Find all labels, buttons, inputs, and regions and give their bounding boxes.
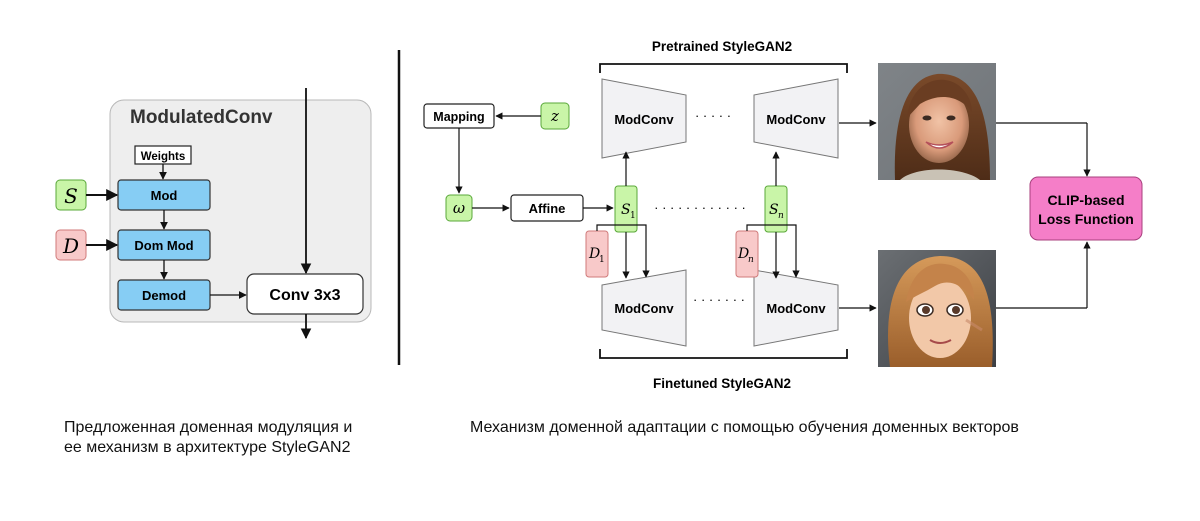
ellipsis-bottom: · · · · · · ·: [693, 292, 745, 307]
modconv-bottom-1-label: ModConv: [614, 301, 674, 316]
conv-3x3-label: Conv 3x3: [269, 287, 340, 304]
domain-adaptation-panel: Pretrained StyleGAN2 Finetuned StyleGAN2…: [423, 39, 1143, 391]
modulated-conv-title: ModulatedConv: [130, 107, 273, 128]
weights-label: Weights: [141, 151, 186, 163]
left-caption: Предложенная доменная модуляция и ее мех…: [64, 418, 352, 458]
left-caption-line1: Предложенная доменная модуляция и: [64, 419, 353, 436]
generated-photo-image: [878, 63, 996, 180]
sn-subscript: n: [778, 211, 784, 221]
mod-label: Mod: [151, 188, 178, 203]
s1-subscript: 1: [630, 211, 636, 221]
clip-loss-box: [1029, 176, 1143, 241]
s1-main: S: [621, 202, 631, 218]
right-caption: Механизм доменной адаптации с помощью об…: [470, 419, 1019, 436]
modconv-top-1-label: ModConv: [614, 112, 674, 127]
modconv-top-1: [601, 78, 687, 159]
pretrained-label: Pretrained StyleGAN2: [652, 39, 792, 54]
sn-main: S: [769, 202, 779, 218]
modconv-top-2: [753, 78, 839, 159]
modconv-bottom-1: [601, 269, 687, 347]
finetuned-label: Finetuned StyleGAN2: [653, 376, 791, 391]
modconv-bottom-2-label: ModConv: [766, 301, 826, 316]
conv-3x3-box: [246, 273, 364, 315]
clip-loss-line2: Loss Function: [1038, 211, 1134, 227]
dn-main: D: [737, 246, 749, 262]
left-caption-line2: ее механизм в архитектуре StyleGAN2: [64, 439, 351, 456]
affine-label: Affine: [529, 201, 566, 216]
ellipsis-middle: · · · · · · · · · · · ·: [654, 200, 746, 215]
dom-mod-label: Dom Mod: [134, 238, 193, 253]
d-vector-label: D: [62, 234, 79, 258]
demod-label: Demod: [142, 288, 186, 303]
pretrained-bracket: [599, 63, 848, 73]
ellipsis-top: · · · · ·: [695, 108, 731, 123]
d1-main: D: [588, 246, 600, 262]
s-vector-label: S: [64, 184, 78, 208]
mapping-label: Mapping: [433, 110, 484, 124]
modconv-top-2-label: ModConv: [766, 112, 826, 127]
z-latent-label: z: [550, 107, 559, 125]
w-latent-label: ω: [453, 199, 465, 217]
modulated-conv-panel: ModulatedConv Weights Mod Dom Mod Demod …: [55, 88, 372, 340]
arrow-d1-bottom: [596, 224, 650, 278]
finetuned-bracket: [599, 349, 848, 359]
generated-anime-image: [878, 250, 996, 367]
d1-subscript: 1: [599, 255, 605, 265]
clip-loss-line1: CLIP-based: [1047, 192, 1124, 208]
arrow-dn-bottom: [746, 224, 800, 278]
dn-subscript: n: [748, 255, 754, 265]
modconv-bottom-2: [753, 269, 839, 347]
